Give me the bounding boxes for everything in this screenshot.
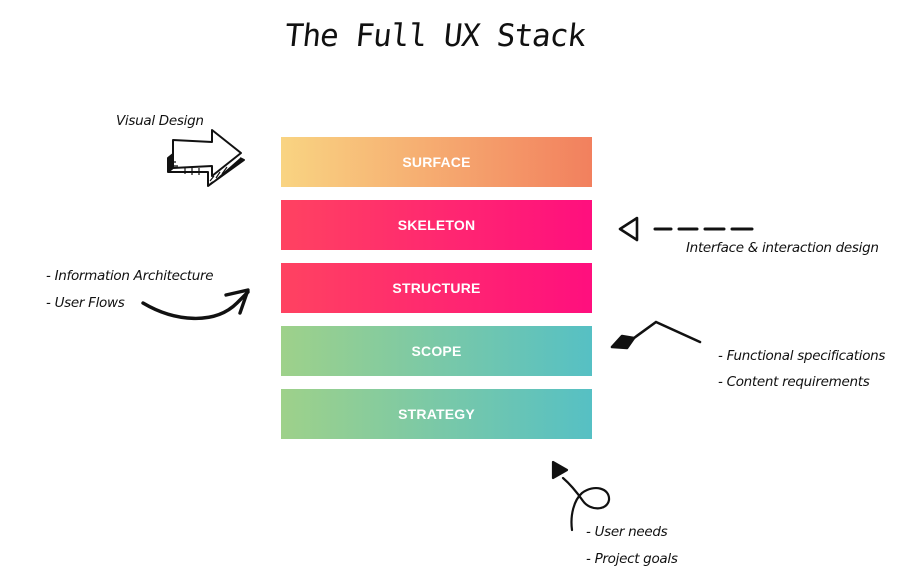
annotation-user-flows: - User Flows <box>46 295 125 311</box>
layer-strategy: STRATEGY <box>281 389 592 439</box>
layer-surface: SURFACE <box>281 137 592 187</box>
annotation-user-needs: - User needs <box>586 524 668 540</box>
layer-skeleton: SKELETON <box>281 200 592 250</box>
loop-arrow-icon <box>551 460 611 532</box>
dashed-arrow-icon <box>618 216 754 242</box>
annotation-information-architecture: - Information Architecture <box>46 268 214 284</box>
annotation-visual-design: Visual Design <box>116 113 204 129</box>
annotation-functional-specifications: - Functional specifications <box>718 348 886 364</box>
annotation-interface-interaction-design: Interface & interaction design <box>686 240 879 256</box>
annotation-content-requirements: - Content requirements <box>718 374 870 390</box>
layer-structure: STRUCTURE <box>281 263 592 313</box>
zigzag-arrow-icon <box>610 320 702 350</box>
layer-scope: SCOPE <box>281 326 592 376</box>
curved-arrow-icon <box>141 288 250 321</box>
block-arrow-icon <box>167 129 245 187</box>
annotation-project-goals: - Project goals <box>586 551 678 567</box>
